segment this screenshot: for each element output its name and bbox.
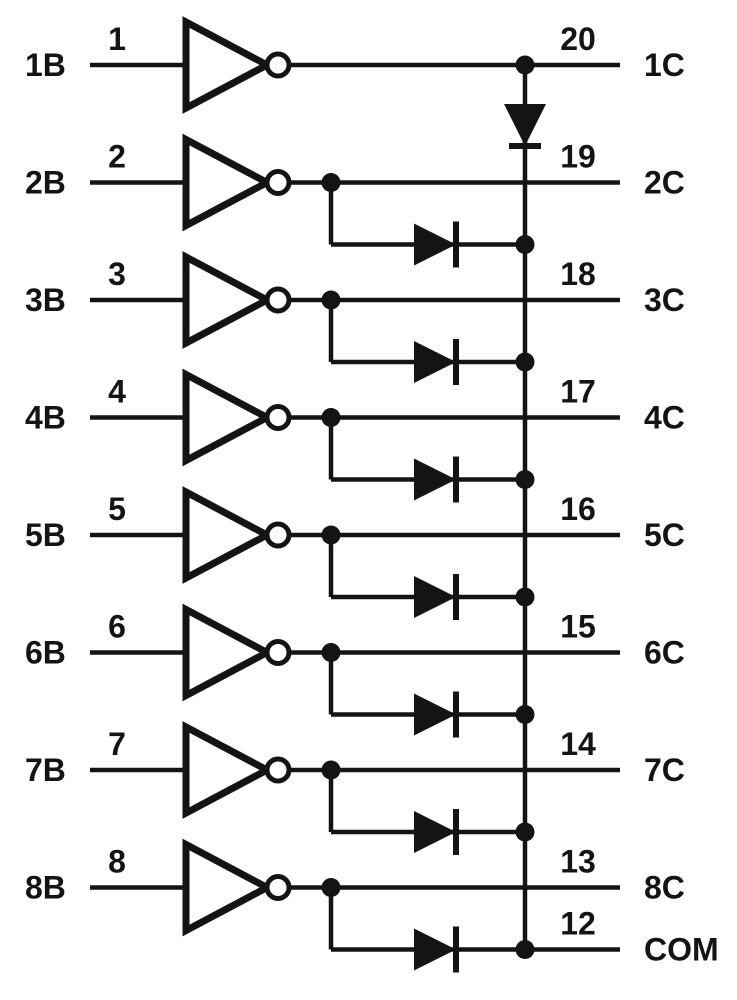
output-label: 8C (644, 870, 685, 906)
output-pin-number: 16 (560, 491, 596, 527)
input-pin-number: 1 (108, 21, 126, 57)
output-label: 2C (644, 165, 685, 201)
clamp-diode (414, 928, 456, 971)
inverter-bubble (264, 756, 292, 784)
inverter-bubble (264, 639, 292, 666)
output-pin-number: 13 (560, 844, 596, 880)
input-label: 3B (25, 282, 66, 318)
output-pin-number: 14 (560, 726, 596, 762)
output-label: 7C (644, 752, 685, 788)
inverter-triangle (182, 251, 275, 349)
inverter-bubble (264, 874, 292, 901)
inverter-bubble (264, 51, 292, 79)
output-pin-number: 15 (560, 609, 596, 645)
input-pin-number: 8 (108, 844, 126, 880)
input-pin-number: 3 (108, 256, 126, 292)
input-pin-number: 2 (108, 139, 126, 175)
com-label: COM (644, 932, 719, 968)
output-label: 6C (644, 635, 685, 671)
input-label: 8B (25, 870, 66, 906)
input-label: 4B (25, 400, 66, 436)
input-pin-number: 4 (108, 374, 126, 410)
output-pin-number: 18 (560, 256, 596, 292)
inverter-triangle (182, 721, 275, 819)
inverter-bubble (264, 169, 292, 196)
clamp-diode (414, 223, 456, 266)
input-label: 5B (25, 517, 66, 553)
input-label: 1B (25, 47, 66, 83)
clamp-diode (414, 576, 456, 618)
output-label: 4C (644, 400, 685, 436)
clamp-diode (414, 693, 456, 736)
output-label: 1C (644, 47, 685, 83)
input-pin-number: 7 (108, 726, 126, 762)
output-label: 3C (644, 282, 685, 318)
inverter-bubble (264, 286, 292, 314)
input-label: 7B (25, 752, 66, 788)
inverter-bubble (264, 404, 292, 431)
inverter-triangle (182, 486, 275, 584)
inverter-triangle (182, 838, 275, 937)
input-pin-number: 6 (108, 609, 126, 645)
com-pin-number: 12 (560, 906, 596, 942)
clamp-diode (414, 811, 456, 853)
output-pin-number: 19 (560, 139, 596, 175)
clamp-diode (414, 458, 456, 501)
output-pin-number: 17 (560, 374, 596, 410)
input-label: 2B (25, 165, 66, 201)
input-pin-number: 5 (108, 491, 126, 527)
output-pin-number: 20 (560, 21, 596, 57)
inverter-triangle (182, 133, 275, 232)
inverter-triangle (182, 603, 275, 702)
inverter-bubble (264, 521, 292, 549)
input-label: 6B (25, 635, 66, 671)
inverter-triangle (182, 368, 275, 467)
inverter-triangle (182, 16, 275, 114)
output-label: 5C (644, 517, 685, 553)
clamp-diode (414, 341, 456, 383)
